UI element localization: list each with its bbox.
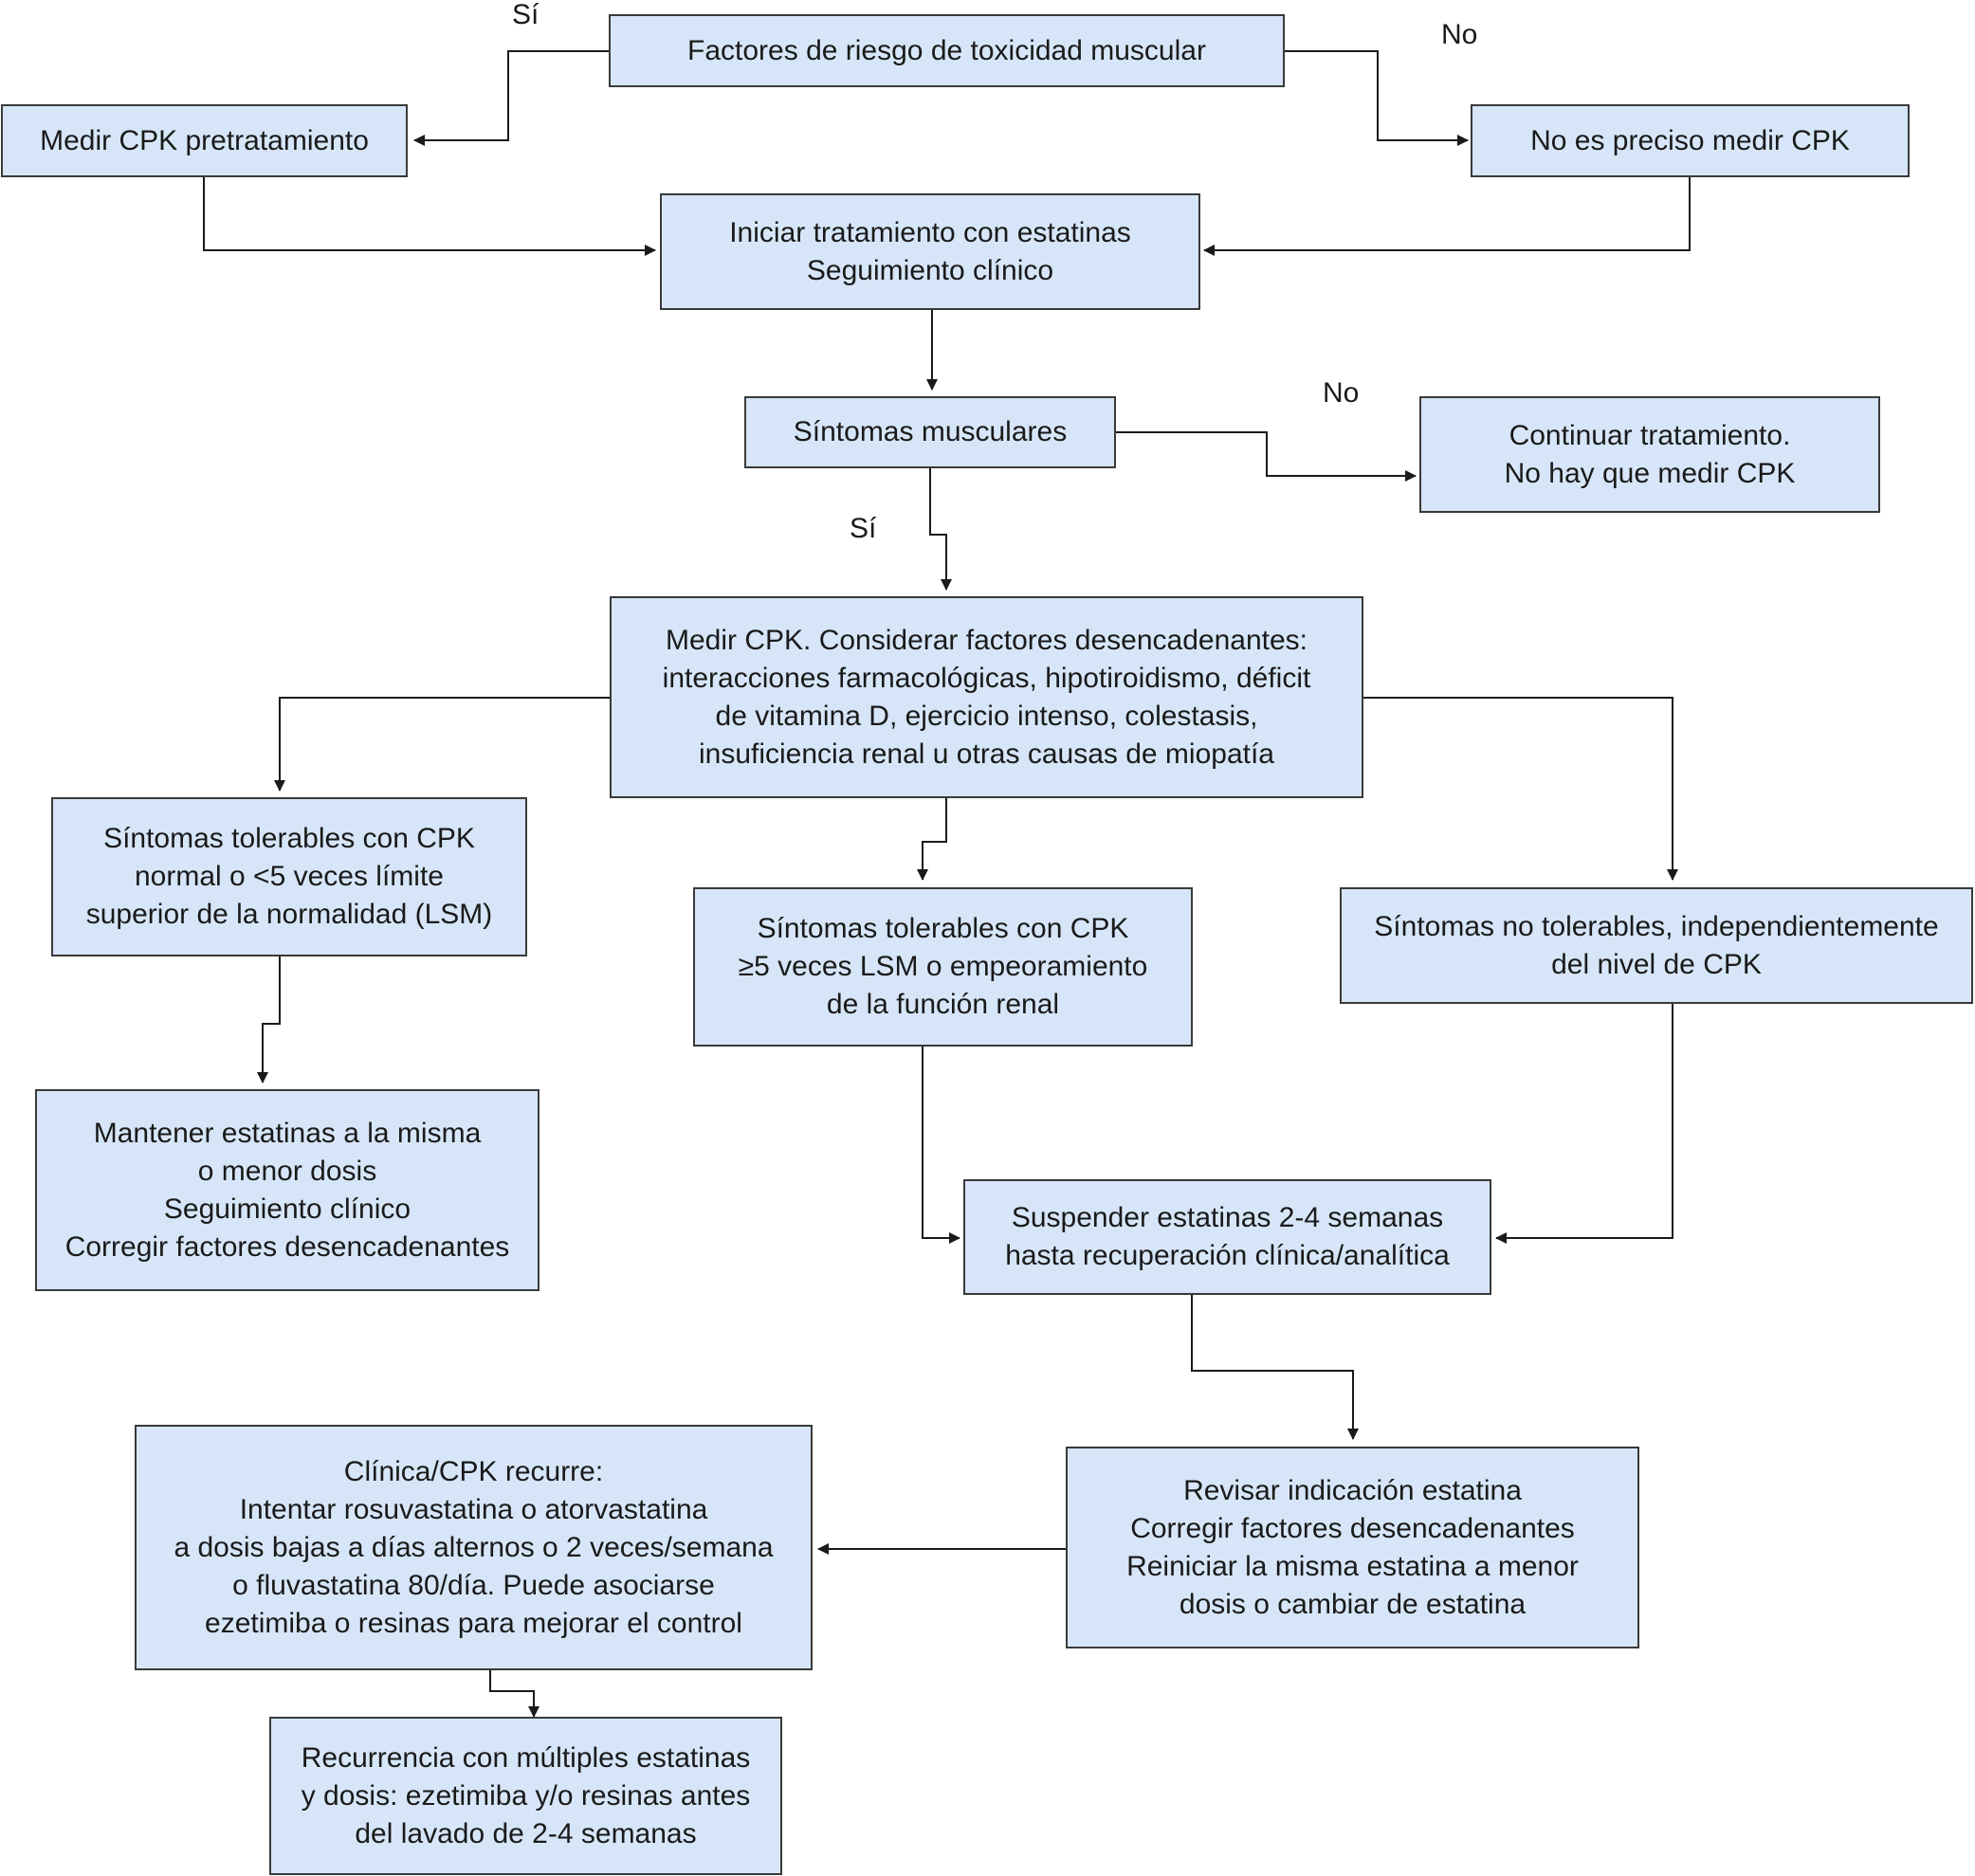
connector-symptoms-to-measure-cpk (929, 468, 952, 591)
node-text-line: a dosis bajas a días alternos o 2 veces/… (174, 1531, 774, 1563)
node-text-line: normal o <5 veces límite (135, 861, 444, 892)
connector-symptoms-to-continue (1116, 431, 1417, 482)
node-text-line: Intentar rosuvastatina o atorvastatina (239, 1493, 708, 1525)
risk-yes-label: Sí (512, 0, 539, 30)
node-text-line: Síntomas no tolerables, independientemen… (1374, 910, 1939, 942)
node-text-line: No hay que medir CPK (1504, 457, 1796, 489)
node-text-line: Continuar tratamiento. (1509, 419, 1791, 451)
suspend-statins-box: Suspender estatinas 2-4 semanas hasta rec… (963, 1179, 1491, 1295)
measure-cpk-triggers-box: Medir CPK. Considerar factores desencade… (610, 596, 1363, 798)
connector-measure-cpk-to-not-tolerable (1362, 697, 1678, 881)
node-text-line: Iniciar tratamiento con estatinas (729, 216, 1131, 248)
no-cpk-needed-box: No es preciso medir CPK (1471, 104, 1910, 177)
node-text-line: Corregir factores desencadenantes (64, 1230, 510, 1263)
node-text-line: insuficiencia renal u otras causas de mi… (698, 738, 1274, 770)
node-text-line: del lavado de 2-4 semanas (355, 1817, 697, 1849)
node-text-line: Medir CPK. Considerar factores desencade… (665, 624, 1308, 656)
node-text-line: Recurrencia con múltiples estatinas (301, 1741, 751, 1774)
node-text-line: o fluvastatina 80/día. Puede asociarse (232, 1569, 715, 1601)
connector-not-tolerable-to-suspend (1495, 1004, 1673, 1244)
node-text-line: hasta recuperación clínica/analítica (1005, 1240, 1450, 1271)
node-text-line: Suspender estatinas 2-4 semanas (1011, 1202, 1444, 1233)
node-text-line: Medir CPK pretratamiento (40, 124, 369, 156)
not-tolerable-box: Síntomas no tolerables, independientemen… (1340, 887, 1973, 1004)
connector-recur-to-multi-recur (489, 1670, 539, 1718)
node-text-line: o menor dosis (197, 1155, 377, 1187)
risk-no-label: No (1441, 19, 1478, 50)
risk-factors-box: Factores de riesgo de toxicidad muscular (609, 14, 1285, 87)
node-text-line: Síntomas tolerables con CPK (103, 823, 475, 854)
node-text-line: de vitamina D, ejercicio intenso, colest… (715, 700, 1258, 732)
measure-cpk-pretreatment-box: Medir CPK pretratamiento (1, 104, 408, 177)
node-text-line: ≥5 veces LSM o empeoramiento (738, 951, 1148, 982)
node-text-line: Clínica/CPK recurre: (343, 1455, 604, 1487)
connector-no-measure-to-start (1203, 177, 1691, 256)
node-text-line: del nivel de CPK (1551, 948, 1762, 980)
connector-measure-cpk-to-tolerable-high (917, 798, 947, 881)
connector-suspend-to-review (1191, 1295, 1359, 1440)
node-text-line: Seguimiento clínico (163, 1193, 411, 1225)
connector-measure-cpk-to-tolerable-normal (274, 697, 610, 792)
multiple-recurrence-box: Recurrencia con múltiples estatinas y dos… (269, 1717, 782, 1875)
node-text-line: y dosis: ezetimiba y/o resinas antes (301, 1779, 751, 1812)
node-text-line: de la función renal (826, 989, 1060, 1020)
node-text-line: Síntomas musculares (793, 416, 1068, 447)
node-text-line: Mantener estatinas a la misma (93, 1117, 482, 1149)
node-text-line: dosis o cambiar de estatina (1179, 1588, 1527, 1620)
continue-treatment-box: Continuar tratamiento. No hay que medir C… (1419, 396, 1880, 513)
recurrence-alternatives-box: Clínica/CPK recurre: Intentar rosuvastati… (135, 1425, 813, 1670)
connector-risk-to-measure-pre (413, 50, 609, 146)
tolerable-high-cpk-box: Síntomas tolerables con CPK ≥5 veces LSM … (693, 887, 1193, 1047)
symptoms-yes-label: Sí (850, 513, 877, 544)
connector-tolerable-high-to-suspend (922, 1047, 960, 1244)
node-text-line: Corregir factores desencadenantes (1130, 1512, 1575, 1544)
node-text-line: Factores de riesgo de toxicidad muscular (687, 34, 1206, 66)
node-text-line: Reiniciar la misma estatina a menor (1126, 1550, 1579, 1582)
node-text-line: No es preciso medir CPK (1530, 124, 1850, 156)
connector-tolerable-normal-to-maintain (257, 956, 281, 1084)
node-text-line: Síntomas tolerables con CPK (757, 913, 1129, 944)
node-text-line: interacciones farmacológicas, hipotiroid… (662, 662, 1311, 694)
maintain-statins-box: Mantener estatinas a la misma o menor dos… (35, 1089, 539, 1291)
muscle-symptoms-box: Síntomas musculares (744, 396, 1116, 468)
node-text-line: superior de la normalidad (LSM) (85, 899, 493, 930)
node-text-line: Revisar indicación estatina (1183, 1474, 1522, 1506)
node-text-line: Seguimiento clínico (806, 254, 1054, 286)
node-text-line: ezetimiba o resinas para mejorar el cont… (205, 1607, 742, 1639)
connector-risk-to-no-measure (1285, 50, 1469, 146)
connector-measure-pre-to-start (203, 177, 656, 256)
symptoms-no-label: No (1323, 377, 1360, 409)
tolerable-normal-cpk-box: Síntomas tolerables con CPK normal o <5 v… (51, 797, 527, 956)
